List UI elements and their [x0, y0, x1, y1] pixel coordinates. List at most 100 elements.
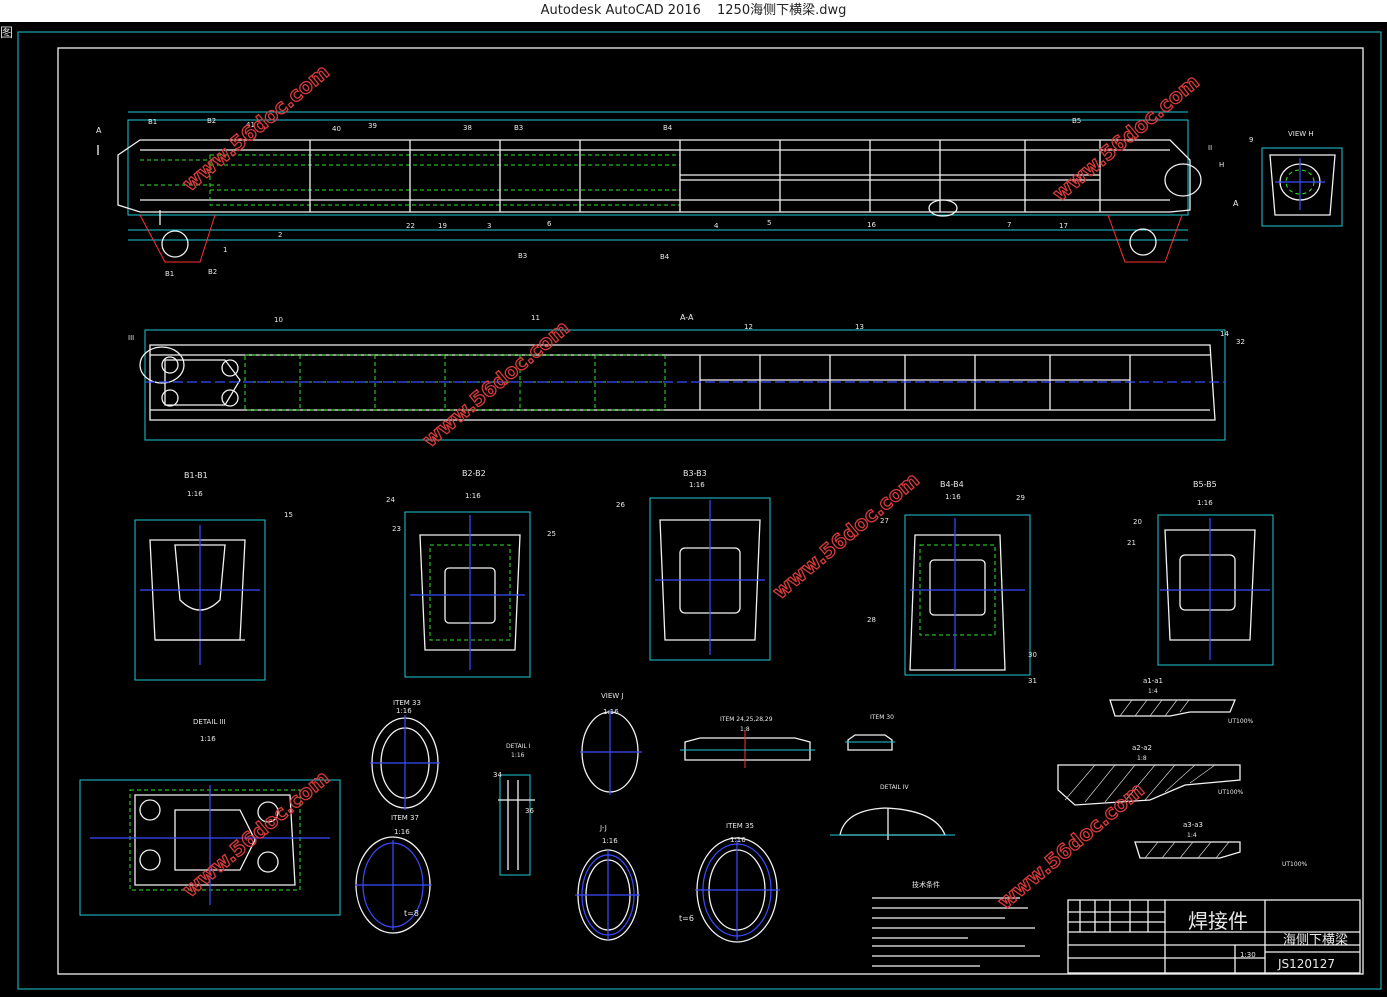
- callout-17: 17: [1059, 222, 1068, 230]
- callout-38: 38: [463, 124, 472, 132]
- notes-lines: [872, 897, 1040, 967]
- detail-iii-title: DETAIL III: [193, 718, 226, 726]
- callout-7: 7: [1007, 221, 1011, 229]
- a2-scale: 1:8: [1137, 755, 1147, 762]
- detail-iii-scale: 1:16: [200, 735, 216, 743]
- callout-2: 2: [278, 231, 282, 239]
- detail-iv-title: DETAIL IV: [880, 784, 910, 791]
- view-h-drawing: [1261, 147, 1343, 227]
- watermark-6: www.56doc.com: [993, 777, 1149, 913]
- b3-scale: 1:16: [689, 481, 705, 489]
- watermark-3: www.56doc.com: [418, 315, 574, 451]
- callout-10: 10: [274, 316, 283, 324]
- watermark-4: www.56doc.com: [768, 467, 924, 603]
- file-name: 1250海侧下横梁.dwg: [717, 3, 847, 18]
- window-title-bar: Autodesk AutoCAD 2016 1250海侧下横梁.dwg: [0, 0, 1387, 22]
- b5-scale: 1:16: [1197, 499, 1213, 507]
- callout-5: 5: [767, 219, 771, 227]
- a1-scale: 1:4: [1148, 688, 1158, 695]
- b1-scale: 1:16: [187, 490, 203, 498]
- callout-19: 19: [438, 222, 447, 230]
- callout-41: 41: [246, 121, 255, 129]
- callout-28: 28: [867, 616, 876, 624]
- section-a-title: A-A: [680, 313, 694, 322]
- callout-15: 15: [284, 511, 293, 519]
- callout-9: 9: [1249, 136, 1253, 144]
- a3-title: a3-a3: [1183, 821, 1203, 829]
- watermark-5: www.56doc.com: [178, 765, 334, 901]
- b4-title: B4-B4: [940, 480, 964, 489]
- callout-39: 39: [368, 122, 377, 130]
- callout-12: 12: [744, 323, 753, 331]
- callout-29: 29: [1016, 494, 1025, 502]
- detail-i-title: DETAIL I: [506, 743, 531, 750]
- callout-3: 3: [487, 222, 491, 230]
- callout-32: 32: [1236, 338, 1245, 346]
- a3-scale: 1:4: [1187, 832, 1197, 839]
- svg-text:A: A: [1233, 199, 1239, 208]
- svg-text:II: II: [1208, 144, 1212, 152]
- main-elevation-view: [97, 111, 1202, 263]
- a2-title: a2-a2: [1132, 744, 1152, 752]
- svg-text:A: A: [96, 126, 102, 135]
- item24-drawing: [680, 730, 815, 768]
- item33-drawing: [370, 715, 440, 810]
- item33-scale: 1:16: [396, 707, 412, 715]
- item37-drawing: [355, 836, 432, 934]
- svg-text:III: III: [128, 334, 134, 342]
- svg-text:B5: B5: [1072, 117, 1081, 125]
- a1-ut: UT100%: [1228, 718, 1254, 725]
- title-block-drawing-no: JS120127: [1277, 957, 1335, 971]
- callout-23: 23: [392, 525, 401, 533]
- item24-scale: 1:8: [740, 726, 750, 733]
- view-j-title: VIEW J: [601, 692, 624, 700]
- title-block-weld: 焊接件: [1188, 909, 1248, 933]
- callout-30: 30: [1028, 651, 1037, 659]
- title-block: [1067, 899, 1361, 974]
- callout-21: 21: [1127, 539, 1136, 547]
- svg-text:B4: B4: [660, 253, 670, 261]
- section-b4-drawing: [904, 514, 1031, 676]
- section-b3-drawing: [649, 497, 771, 661]
- callout-14: 14: [1220, 330, 1229, 338]
- svg-text:B2: B2: [208, 268, 217, 276]
- a2-ut: UT100%: [1218, 789, 1244, 796]
- b1-title: B1-B1: [184, 471, 208, 480]
- detail-i-scale: 1:16: [511, 752, 525, 759]
- section-b5-drawing: [1157, 514, 1274, 666]
- title-block-scale: 1:30: [1240, 951, 1256, 959]
- jj-title: J-J: [599, 824, 607, 832]
- callout-25: 25: [547, 530, 556, 538]
- title-block-part-name: 海侧下横梁: [1283, 933, 1348, 948]
- svg-text:B1: B1: [165, 270, 174, 278]
- svg-text:H: H: [1219, 161, 1224, 169]
- callout-4: 4: [714, 222, 719, 230]
- section-a-a-drawing: [139, 329, 1226, 441]
- detail-iii-drawing: [79, 779, 341, 916]
- item30-title: ITEM 30: [870, 714, 894, 721]
- item30-drawing: [845, 734, 895, 751]
- drawing-canvas[interactable]: A A B1 B2 B3 B4 B5 B1 B2 B3 B4 II H VIEW…: [0, 22, 1387, 997]
- item37-title: ITEM 37: [391, 814, 419, 822]
- callout-20: 20: [1133, 518, 1142, 526]
- callout-22: 22: [406, 222, 415, 230]
- callout-11: 11: [531, 314, 540, 322]
- callout-31: 31: [1028, 677, 1037, 685]
- item24-title: ITEM 24,25,28,29: [720, 716, 773, 723]
- callout-16: 16: [867, 221, 876, 229]
- item35-title: ITEM 35: [726, 822, 754, 830]
- section-b1-drawing: [134, 519, 266, 681]
- callout-27: 27: [880, 517, 889, 525]
- a1-title: a1-a1: [1143, 677, 1163, 685]
- inner-frame: [57, 47, 1364, 975]
- a3-ut: UT100%: [1282, 861, 1308, 868]
- svg-text:B3: B3: [518, 252, 527, 260]
- b5-title: B5-B5: [1193, 480, 1217, 489]
- app-name: Autodesk AutoCAD 2016: [540, 3, 701, 18]
- detail-iv-drawing: [830, 807, 955, 840]
- corner-glyph: 图: [0, 26, 14, 41]
- callout-40: 40: [332, 125, 341, 133]
- b2-title: B2-B2: [462, 469, 486, 478]
- notes-heading: 技术条件: [912, 880, 940, 889]
- section-a1-drawing: [1109, 699, 1236, 717]
